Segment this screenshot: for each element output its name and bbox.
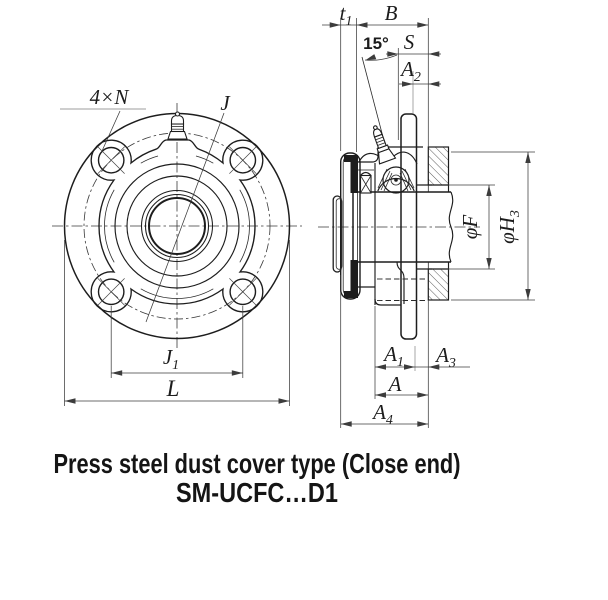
bolt-span-label: J1 xyxy=(163,345,179,373)
a2-label: A2 xyxy=(399,57,421,85)
inner-ring-circle2 xyxy=(144,193,210,259)
valley-inner-arcs xyxy=(104,155,250,299)
bolt-hole-ticks xyxy=(97,146,257,306)
s-label: S xyxy=(404,30,415,54)
bolt-count-leader xyxy=(101,110,121,152)
t1-label: t1 xyxy=(340,1,353,29)
a-label: A xyxy=(387,372,402,396)
flange-dia-label: L xyxy=(166,376,180,401)
phi-f-label: φF xyxy=(458,215,482,240)
grease-nipple-front xyxy=(167,111,188,140)
bore-circle xyxy=(148,197,206,255)
mounting-wall xyxy=(427,146,450,301)
pitch-dia-label: J xyxy=(220,91,231,115)
pitch-dia-leader xyxy=(145,112,225,323)
bolt-count-label: 4×N xyxy=(90,85,130,109)
side-dimension-lines xyxy=(322,22,531,427)
caption: Press steel dust cover type (Close end) … xyxy=(54,448,461,508)
lobed-flange-contour xyxy=(90,139,264,313)
a3-label: A3 xyxy=(434,343,456,371)
housing-circle xyxy=(114,163,240,289)
b-label: B xyxy=(385,1,398,25)
phi-h3-label: φH3 xyxy=(495,210,523,244)
caption-line1: Press steel dust cover type (Close end) xyxy=(54,448,461,479)
angle-label: 15° xyxy=(363,34,389,53)
grease-fitting-side xyxy=(361,56,397,165)
shaft-break-line xyxy=(448,191,454,263)
dust-cover xyxy=(332,152,361,300)
race-hatch xyxy=(377,168,415,192)
caption-line2: SM-UCFC…D1 xyxy=(176,477,338,508)
bolt-holes xyxy=(97,146,257,306)
inner-ring-circle xyxy=(140,189,214,263)
side-extension-lines xyxy=(340,18,535,428)
a4-label: A4 xyxy=(371,400,393,428)
set-screw xyxy=(359,171,372,194)
cover-wing-right xyxy=(392,151,418,165)
a1-label: A1 xyxy=(382,342,404,370)
cartridge-flange xyxy=(400,113,418,340)
front-view: 4×N J J1 L xyxy=(52,85,302,406)
seal-circle xyxy=(126,175,228,277)
front-dimensions: J1 L xyxy=(64,240,290,406)
side-view: t1 B 15° S A2 φF φH3 A1 A3 A A4 xyxy=(318,1,535,428)
